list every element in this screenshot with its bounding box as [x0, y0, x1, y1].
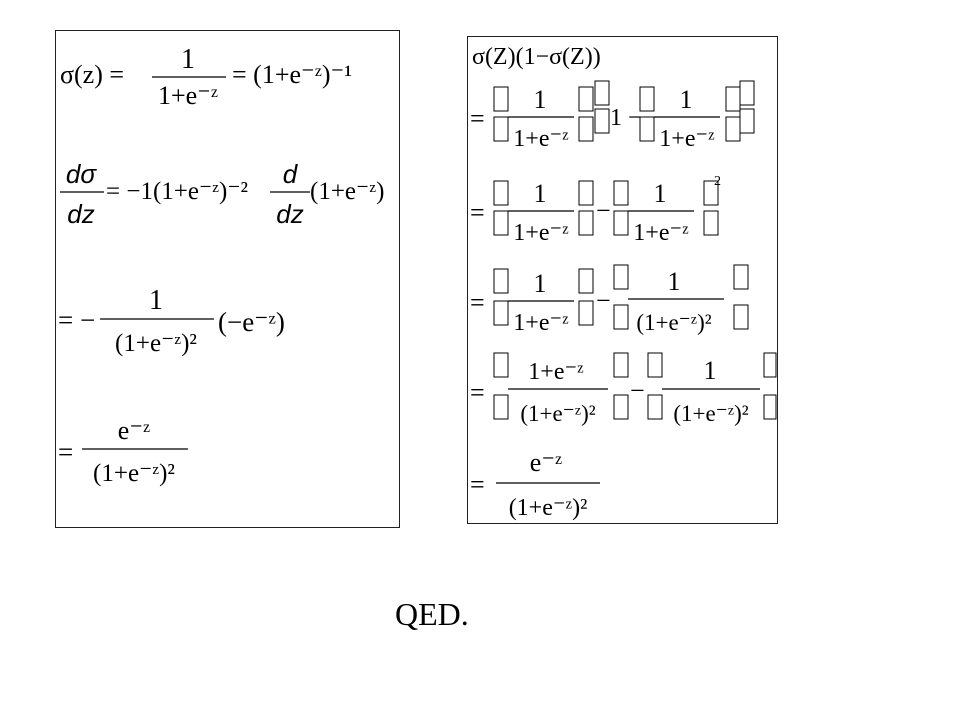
- equals-sign: =: [58, 437, 73, 467]
- left-paren-top-glyph: [493, 180, 509, 206]
- expansion-step-4: = 1+e⁻ᶻ (1+e⁻ᶻ)² − 1 (1+e⁻ᶻ)²: [470, 352, 777, 426]
- bracket-bottom-glyph: [594, 108, 610, 134]
- fraction-numerator: 1: [534, 85, 547, 114]
- right-paren-bottom-glyph: [763, 394, 777, 420]
- derivative-derivation-panel: σ(z) = 1 1+e⁻ᶻ = (1+e⁻ᶻ)⁻¹ dσ dz = −1(1+…: [55, 30, 400, 528]
- left-paren-top-glyph: [493, 268, 509, 294]
- result-numerator: e⁻ᶻ: [118, 416, 150, 445]
- fraction-numerator: 1: [534, 179, 547, 208]
- sigmoid-fraction-denominator: 1+e⁻ᶻ: [158, 81, 218, 110]
- dz-denominator: dz: [67, 199, 94, 229]
- negative-exponential-factor: (−e⁻ᶻ): [218, 307, 285, 337]
- fraction-denominator: 1+e⁻ᶻ: [513, 126, 569, 152]
- expansion-step-1: = 1 1+e⁻ᶻ 1 − 1 1+e⁻ᶻ: [470, 80, 755, 152]
- right-paren-top-glyph: [703, 180, 719, 206]
- right-paren-top-glyph: [613, 352, 629, 378]
- left-paren-top-glyph: [613, 264, 629, 290]
- fraction-numerator: 1: [149, 285, 163, 316]
- left-paren-bottom-glyph: [493, 394, 509, 420]
- sigma-times-one-minus-sigma: σ(Z)(1−σ(Z)): [472, 44, 601, 70]
- square-exponent: 2: [714, 174, 721, 189]
- fraction-denominator: (1+e⁻ᶻ)²: [520, 401, 595, 426]
- bracket-top-glyph: [739, 80, 755, 106]
- left-paren-bottom-glyph: [639, 116, 655, 142]
- left-paren-bottom-glyph: [493, 116, 509, 142]
- d-operator-denominator: dz: [276, 199, 303, 229]
- identity-verification-panel: σ(Z)(1−σ(Z)) = 1 1+e⁻ᶻ 1 − 1 1+e⁻ᶻ: [467, 36, 778, 524]
- fraction-denominator: 1+e⁻ᶻ: [513, 310, 569, 336]
- fraction-denominator: (1+e⁻ᶻ)²: [115, 330, 197, 357]
- sigma-product-expression: σ(Z)(1−σ(Z)): [472, 44, 601, 70]
- result-numerator: e⁻ᶻ: [530, 448, 562, 477]
- result-denominator: (1+e⁻ᶻ)²: [509, 495, 588, 521]
- left-paren-bottom-glyph: [493, 300, 509, 326]
- sigmoid-rhs: = (1+e⁻ᶻ)⁻¹: [232, 60, 352, 89]
- equals-sign: =: [470, 198, 485, 227]
- d-operator-numerator: d: [283, 159, 299, 189]
- left-paren-bottom-glyph: [647, 394, 663, 420]
- right-paren-bottom-glyph: [725, 116, 741, 142]
- right-paren-top-glyph: [578, 86, 594, 112]
- left-paren-bottom-glyph: [493, 210, 509, 236]
- qed-label: QED.: [395, 596, 469, 632]
- bracket-top-glyph: [594, 80, 610, 106]
- dsigma-numerator: dσ: [66, 159, 97, 189]
- fraction-numerator: 1: [534, 269, 547, 298]
- equals-sign: =: [470, 288, 485, 317]
- fraction-denominator: (1+e⁻ᶻ)²: [636, 310, 711, 335]
- chain-rule-middle: = −1(1+e⁻ᶻ)⁻²: [106, 178, 248, 205]
- right-paren-top-glyph: [733, 264, 749, 290]
- sigmoid-lhs: σ(z) =: [60, 60, 124, 89]
- right-paren-top-glyph: [763, 352, 777, 378]
- left-paren-bottom-glyph: [613, 210, 629, 236]
- equals-sign: =: [470, 378, 485, 407]
- derivative-chain-rule-equation: dσ dz = −1(1+e⁻ᶻ)⁻² d dz (1+e⁻ᶻ): [60, 159, 384, 229]
- left-paren-top-glyph: [493, 352, 509, 378]
- fraction-denominator: 1+e⁻ᶻ: [513, 220, 569, 246]
- left-paren-top-glyph: [613, 180, 629, 206]
- left-paren-bottom-glyph: [613, 304, 629, 330]
- sigmoid-definition-equation: σ(z) = 1 1+e⁻ᶻ = (1+e⁻ᶻ)⁻¹: [60, 44, 352, 110]
- right-paren-bottom-glyph: [578, 300, 594, 326]
- one-minus: 1 −: [610, 105, 642, 131]
- right-paren-top-glyph: [725, 86, 741, 112]
- fraction-numerator: 1: [654, 179, 667, 208]
- right-paren-bottom-glyph: [733, 304, 749, 330]
- derivative-result-equation: = e⁻ᶻ (1+e⁻ᶻ)²: [58, 416, 188, 487]
- right-paren-top-glyph: [578, 180, 594, 206]
- identity-result: = e⁻ᶻ (1+e⁻ᶻ)²: [470, 448, 600, 521]
- bracket-bottom-glyph: [739, 108, 755, 134]
- fraction-numerator: 1+e⁻ᶻ: [528, 359, 584, 385]
- right-paren-bottom-glyph: [578, 210, 594, 236]
- sigmoid-fraction-numerator: 1: [181, 44, 195, 75]
- expansion-step-2: = 1 1+e⁻ᶻ − 1 1+e⁻ᶻ 2: [470, 174, 721, 246]
- minus-sign: −: [630, 376, 645, 405]
- left-paren-top-glyph: [493, 86, 509, 112]
- minus-sign: −: [596, 196, 611, 225]
- fraction-denominator: (1+e⁻ᶻ)²: [673, 401, 748, 426]
- left-paren-top-glyph: [647, 352, 663, 378]
- right-paren-bottom-glyph: [578, 116, 594, 142]
- derivative-simplified-equation: = − 1 (1+e⁻ᶻ)² (−e⁻ᶻ): [58, 285, 285, 357]
- equals-sign: =: [470, 470, 485, 499]
- equals-minus: = −: [58, 305, 95, 335]
- right-paren-bottom-glyph: [703, 210, 719, 236]
- chain-rule-rhs: (1+e⁻ᶻ): [310, 178, 384, 205]
- right-paren-top-glyph: [578, 268, 594, 294]
- equals-sign: =: [470, 104, 485, 133]
- fraction-numerator: 1: [680, 85, 693, 114]
- expansion-step-3: = 1 1+e⁻ᶻ − 1 (1+e⁻ᶻ)²: [470, 264, 749, 336]
- left-paren-top-glyph: [639, 86, 655, 112]
- fraction-denominator: 1+e⁻ᶻ: [659, 126, 715, 152]
- fraction-denominator: 1+e⁻ᶻ: [633, 220, 689, 246]
- fraction-numerator: 1: [704, 356, 717, 385]
- result-denominator: (1+e⁻ᶻ)²: [93, 460, 175, 487]
- fraction-numerator: 1: [668, 267, 681, 296]
- minus-sign: −: [596, 286, 611, 315]
- right-paren-bottom-glyph: [613, 394, 629, 420]
